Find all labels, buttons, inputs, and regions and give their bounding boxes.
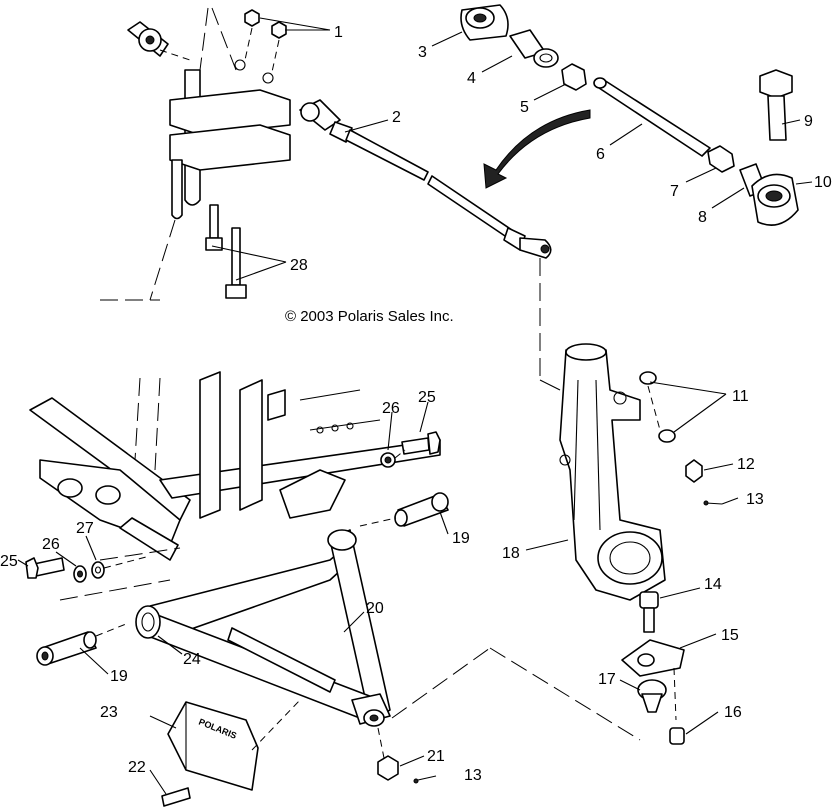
callout-26-left: 26 xyxy=(42,536,60,553)
callout-5: 5 xyxy=(520,99,529,116)
callout-3: 3 xyxy=(418,44,427,61)
callout-11: 11 xyxy=(732,388,749,405)
bolt-part-28 xyxy=(205,204,247,299)
assembly-arrow xyxy=(483,109,591,189)
a-arm-part-20 xyxy=(135,529,391,759)
bushing-part-19-left xyxy=(36,623,127,666)
callout-22: 22 xyxy=(128,759,146,776)
cotter-pin-part-13-upper xyxy=(703,500,723,506)
jam-nut-part-4 xyxy=(509,29,559,68)
callout-10: 10 xyxy=(814,174,832,191)
callout-13-upper: 13 xyxy=(746,491,764,508)
callout-14: 14 xyxy=(704,576,722,593)
leader-lines xyxy=(17,17,813,795)
callout-28: 28 xyxy=(290,257,308,274)
callout-25-left: 25 xyxy=(0,553,18,570)
callout-8: 8 xyxy=(698,209,707,226)
callout-4: 4 xyxy=(467,70,476,87)
nut-part-12 xyxy=(685,459,703,483)
callout-7: 7 xyxy=(670,183,679,200)
bolt-part-16 xyxy=(669,667,685,745)
callout-20: 20 xyxy=(366,600,384,617)
tie-rod-part-2 xyxy=(299,99,561,391)
callout-17: 17 xyxy=(598,671,616,688)
adjuster-part-5 xyxy=(561,63,587,91)
washer-part-11 xyxy=(639,371,676,443)
rod-end-part-10 xyxy=(751,173,799,226)
dash-line-ball-joint xyxy=(489,647,641,741)
callout-2: 2 xyxy=(392,109,401,126)
bolt-part-9 xyxy=(759,69,793,141)
callout-21: 21 xyxy=(427,748,445,765)
callout-12: 12 xyxy=(737,456,755,473)
skid-guard-part-23: POLARIS xyxy=(167,699,301,791)
bolt-part-14 xyxy=(639,591,659,633)
bushing-part-19-right xyxy=(359,492,449,527)
callout-9: 9 xyxy=(804,113,813,130)
callout-numbers: 1 2 3 4 5 6 7 8 9 10 11 12 13 13 14 15 1… xyxy=(0,24,832,784)
frame xyxy=(29,371,441,601)
callout-25-right: 25 xyxy=(418,389,436,406)
callout-1: 1 xyxy=(334,24,343,41)
bolt-part-25-right xyxy=(380,431,441,468)
cotter-pin-part-13-lower xyxy=(413,775,437,784)
callout-16: 16 xyxy=(724,704,742,721)
callout-24: 24 xyxy=(183,651,201,668)
callout-15: 15 xyxy=(721,627,739,644)
plate-part-15 xyxy=(621,639,685,677)
callout-27: 27 xyxy=(76,520,94,537)
callout-19-left: 19 xyxy=(110,668,128,685)
dash-line-a-arm xyxy=(391,647,491,719)
steering-post xyxy=(100,7,291,301)
callout-23: 23 xyxy=(100,704,118,721)
castle-nut-part-21 xyxy=(377,755,399,781)
steering-knuckle-part-18 xyxy=(559,343,666,601)
copyright-notice: © 2003 Polaris Sales Inc. xyxy=(285,308,454,325)
callout-26-right: 26 xyxy=(382,400,400,417)
callout-19-right: 19 xyxy=(452,530,470,547)
bolt-part-25-left xyxy=(25,555,151,583)
bolt-part-22 xyxy=(161,787,191,807)
callout-18: 18 xyxy=(502,545,520,562)
nut-part-1 xyxy=(244,9,287,73)
adjuster-part-7 xyxy=(707,145,735,173)
callout-13-lower: 13 xyxy=(464,767,482,784)
rod-end-part-3 xyxy=(460,4,509,41)
tube-part-6 xyxy=(593,77,711,157)
ball-joint-part-17 xyxy=(637,679,667,713)
callout-6: 6 xyxy=(596,146,605,163)
tie-rod-end-upper-left xyxy=(127,21,191,61)
